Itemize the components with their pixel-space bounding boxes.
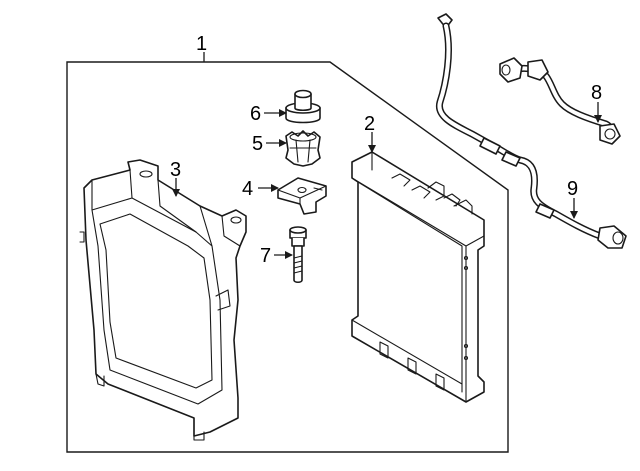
callout-2: 2 bbox=[364, 113, 375, 135]
callout-5: 5 bbox=[252, 133, 263, 155]
hose-long bbox=[435, 13, 627, 249]
callout-8: 8 bbox=[591, 82, 602, 104]
callout-9: 9 bbox=[567, 178, 578, 200]
callout-1: 1 bbox=[196, 33, 207, 55]
callout-7: 7 bbox=[260, 245, 271, 267]
hose-short-part-8 bbox=[499, 57, 621, 145]
bracket-part-4 bbox=[277, 177, 327, 215]
cap-part-6 bbox=[285, 89, 321, 124]
bolt-part-7 bbox=[289, 226, 307, 284]
radiator-part-2 bbox=[351, 151, 485, 403]
callout-3: 3 bbox=[170, 159, 181, 181]
grommet-part-5 bbox=[285, 130, 321, 167]
shroud-part-3 bbox=[79, 159, 247, 441]
assembly-frame bbox=[66, 61, 509, 453]
callout-6: 6 bbox=[250, 103, 261, 125]
callout-4: 4 bbox=[242, 178, 253, 200]
